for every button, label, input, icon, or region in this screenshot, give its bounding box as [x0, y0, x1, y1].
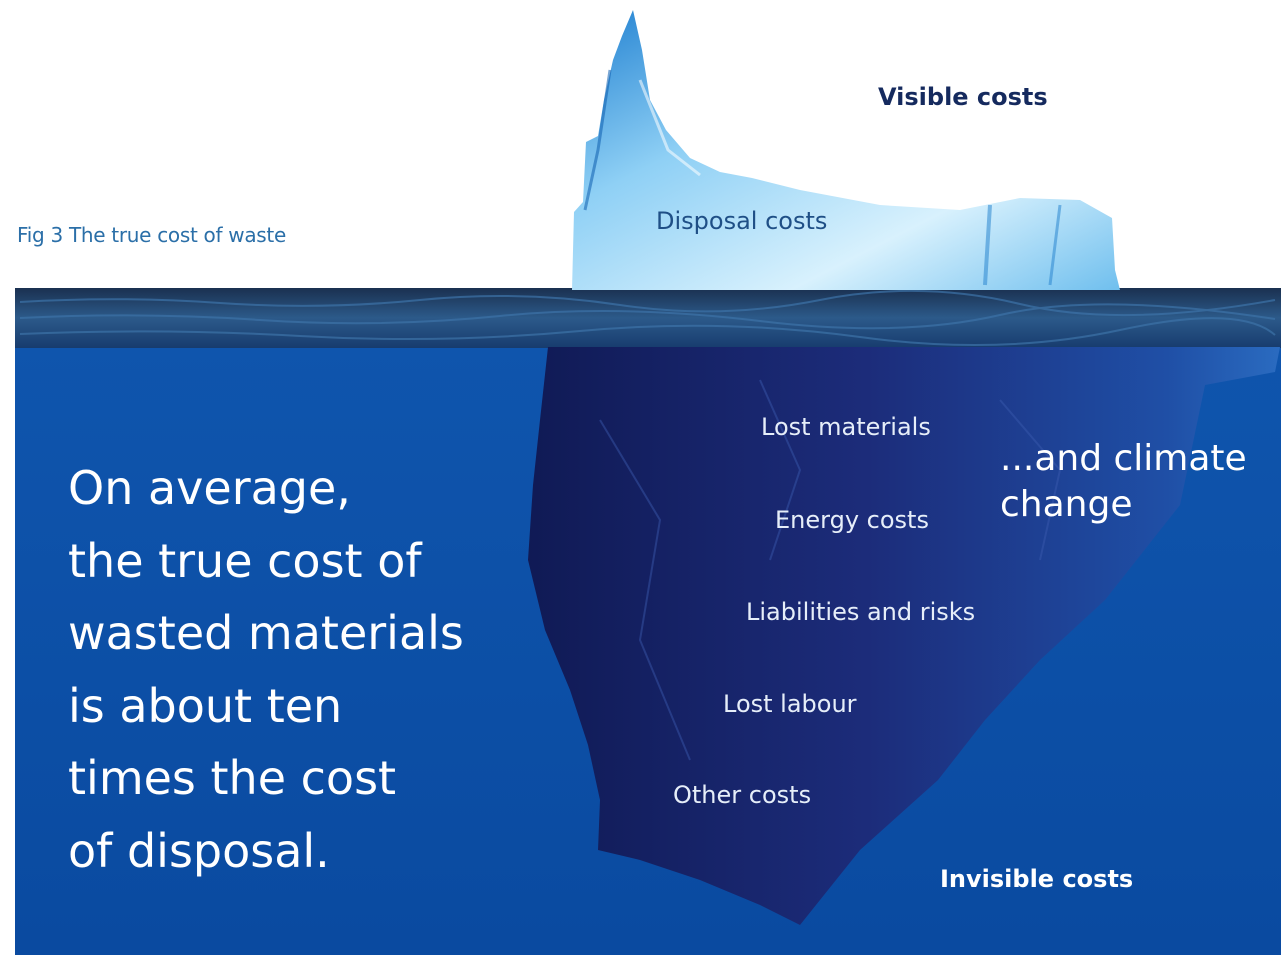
above-water-item-disposal-costs: Disposal costs	[656, 207, 828, 235]
below-water-item-energy-costs: Energy costs	[775, 506, 929, 534]
below-water-item-other-costs: Other costs	[673, 781, 812, 809]
iceberg-above-water	[572, 10, 1120, 290]
statement-line-3: wasted materials	[68, 606, 464, 660]
below-water-item-lost-labour: Lost labour	[723, 690, 857, 718]
iceberg-above-water-texture	[583, 69, 1062, 286]
invisible-costs-heading: Invisible costs	[940, 865, 1134, 893]
cost-statement: On average, the true cost of wasted mate…	[68, 452, 568, 887]
climate-annotation-line-1: ...and climate	[1000, 438, 1247, 479]
statement-line-4: is about ten	[68, 678, 343, 733]
iceberg-underwater	[528, 347, 1280, 925]
statement-line-6: of disposal.	[68, 823, 330, 878]
statement-line-2: the true cost of	[68, 533, 422, 588]
visible-costs-heading: Visible costs	[878, 83, 1048, 111]
climate-annotation-line-2: change	[1000, 484, 1133, 525]
figure-caption: Fig 3 The true cost of waste	[17, 223, 286, 247]
climate-change-annotation: ...and climate change	[1000, 436, 1247, 528]
statement-line-1: On average,	[68, 461, 351, 515]
below-water-item-lost-materials: Lost materials	[761, 413, 931, 441]
iceberg-underwater-texture	[599, 379, 1062, 761]
below-water-item-liabilities-and-risks: Liabilities and risks	[746, 598, 976, 626]
statement-line-5: times the cost	[68, 751, 397, 805]
water-ripples	[19, 289, 1276, 347]
